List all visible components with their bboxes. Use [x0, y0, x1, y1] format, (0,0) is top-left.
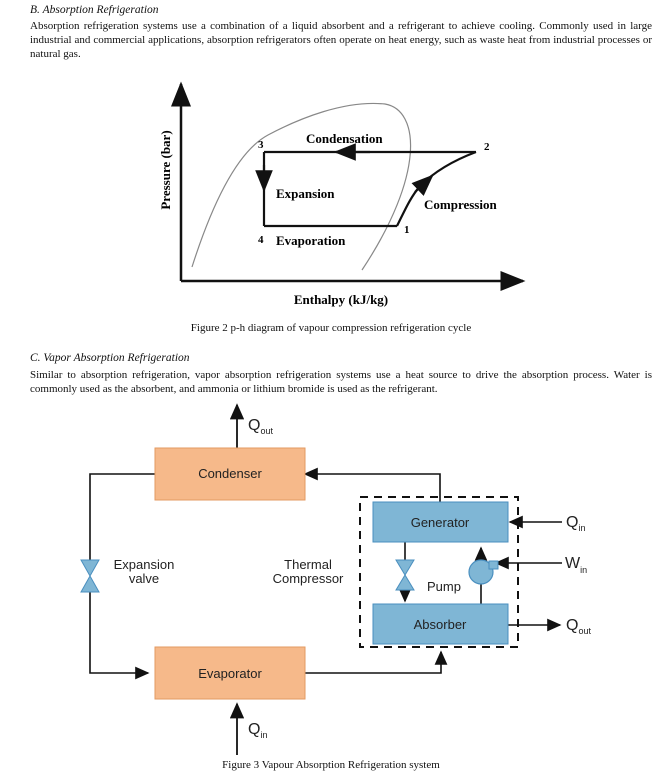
q-in-bottom-label: Qin: [248, 721, 267, 740]
label-expansion: Expansion: [276, 186, 335, 201]
line-valve-to-evaporator: [89, 590, 150, 680]
thermal-compressor-label-2: Compressor: [273, 571, 344, 586]
point-1: 1: [404, 224, 410, 236]
section-b-heading: B. Absorption Refrigeration: [30, 4, 159, 16]
pump-outlet: [488, 560, 499, 570]
inner-valve-icon: [395, 559, 415, 576]
pump-icon: [468, 559, 494, 585]
w-in-pump-label: Win: [565, 555, 587, 575]
line-generator-to-condenser: [303, 467, 441, 502]
saturation-dome: [191, 102, 412, 271]
section-c-heading: C. Vapor Absorption Refrigeration: [30, 352, 190, 364]
expansion-valve-label-2: valve: [129, 571, 159, 586]
q-out-top-label: Qout: [248, 417, 273, 436]
figure2-caption: Figure 2 p-h diagram of vapour compressi…: [190, 322, 472, 334]
evaporator-box: [154, 646, 306, 700]
thermal-compressor-label-1: Thermal: [284, 557, 332, 572]
inner-valve-icon-lower: [395, 574, 415, 591]
line-condenser-to-valve: [89, 473, 155, 562]
expansion-valve-icon: [80, 559, 100, 578]
point-4: 4: [258, 234, 264, 246]
x-axis-label: Enthalpy (kJ/kg): [294, 292, 388, 307]
absorber-label: Absorber: [414, 617, 467, 632]
q-in-generator-label: Qin: [566, 514, 585, 533]
compression-arrow: [411, 174, 434, 196]
section-c-paragraph: Similar to absorption refrigeration, vap…: [30, 369, 652, 395]
expansion-valve-label-1: Expansion: [114, 557, 175, 572]
generator-box: [372, 501, 509, 543]
absorber-box: [372, 603, 509, 645]
line-evaporator-to-absorber: [305, 650, 448, 674]
label-condensation: Condensation: [306, 131, 383, 146]
q-out-absorber-label: Qout: [566, 617, 591, 636]
evaporator-label: Evaporator: [198, 666, 262, 681]
condenser-box: [154, 447, 306, 501]
figure3-caption: Figure 3 Vapour Absorption Refrigeration…: [222, 759, 440, 771]
condenser-label: Condenser: [198, 466, 262, 481]
pump-label: Pump: [427, 579, 461, 594]
label-evaporation: Evaporation: [276, 233, 346, 248]
label-compression: Compression: [424, 197, 497, 212]
section-b-paragraph: Absorption refrigeration systems use a c…: [30, 20, 652, 60]
point-2: 2: [484, 141, 490, 153]
y-axis-label: Pressure (bar): [158, 130, 173, 209]
point-3: 3: [258, 139, 264, 151]
expansion-valve-icon-lower: [80, 574, 100, 593]
generator-label: Generator: [411, 515, 470, 530]
